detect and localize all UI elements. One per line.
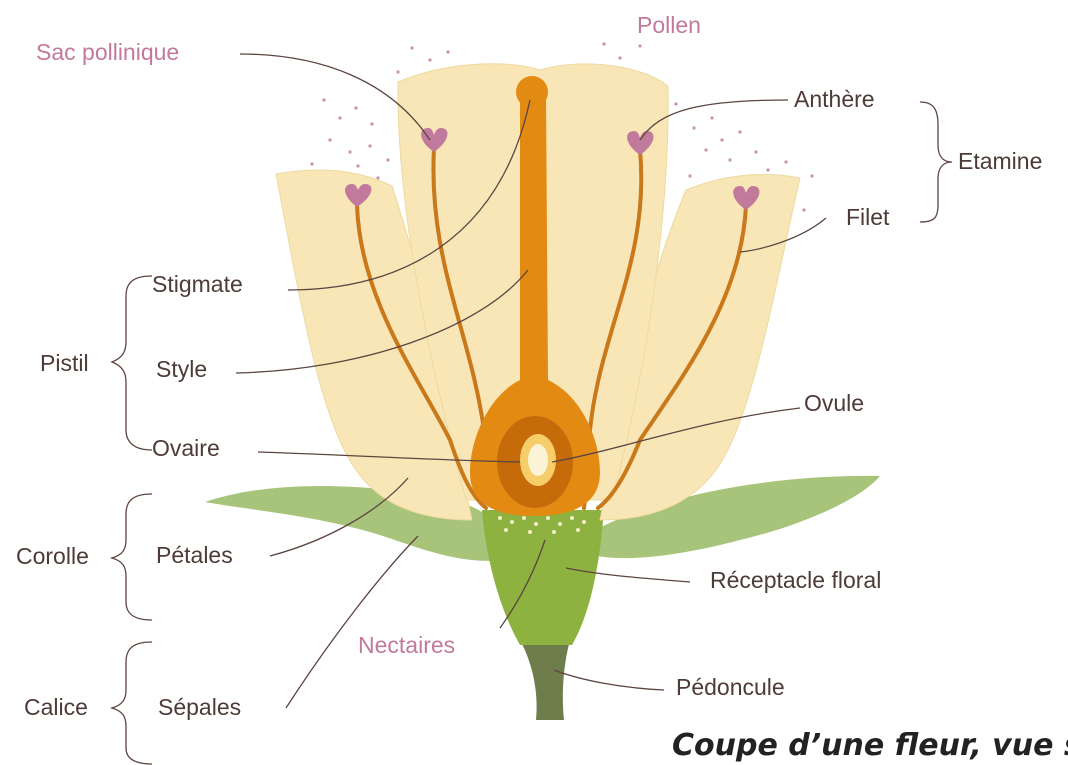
label-pollen: Pollen (637, 14, 701, 37)
brace-corolle (112, 494, 152, 620)
label-style: Style (156, 358, 207, 381)
peduncle (520, 640, 570, 720)
label-anthere: Anthère (794, 88, 875, 111)
label-nectaires: Nectaires (358, 634, 455, 657)
label-stigmate: Stigmate (152, 273, 243, 296)
caption: Coupe d’une fleur, vue sc (672, 728, 1068, 763)
label-pedoncule: Pédoncule (676, 676, 785, 699)
label-ovule: Ovule (804, 392, 864, 415)
label-petales: Pétales (156, 544, 233, 567)
brace-calice (112, 642, 152, 764)
label-corolle: Corolle (16, 545, 89, 568)
label-receptacle-floral: Réceptacle floral (710, 569, 881, 592)
label-ovaire: Ovaire (152, 437, 220, 460)
brace-etamine (920, 102, 952, 222)
label-filet: Filet (846, 206, 889, 229)
label-calice: Calice (24, 696, 88, 719)
label-sepales: Sépales (158, 696, 241, 719)
label-etamine: Etamine (958, 150, 1042, 173)
brace-pistil (112, 276, 152, 450)
receptacle (482, 510, 604, 645)
label-sac-pollinique: Sac pollinique (36, 41, 179, 64)
label-pistil: Pistil (40, 352, 89, 375)
